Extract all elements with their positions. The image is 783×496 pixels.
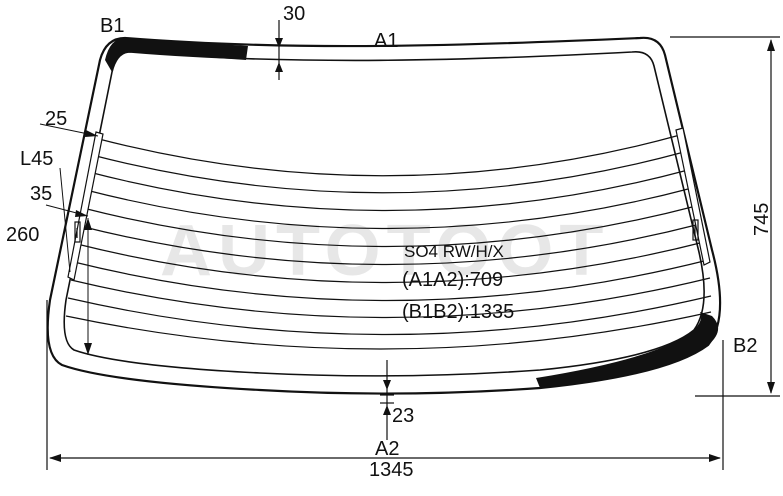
arrow-23-bottom (383, 405, 391, 415)
arrow-30-bottom (275, 62, 283, 72)
label-a1: A1 (374, 30, 398, 52)
label-1345: 1345 (369, 459, 414, 481)
arrow-745-bottom (767, 382, 775, 394)
label-b2: B2 (733, 335, 757, 357)
arrow-260-bottom (84, 343, 92, 355)
label-25: 25 (45, 108, 67, 130)
watermark: AUTOTOOT (160, 211, 609, 291)
frit-inner-edge (63, 50, 705, 377)
label-745: 745 (751, 203, 773, 236)
label-35: 35 (30, 183, 52, 205)
arrow-1345-left (49, 454, 61, 462)
arrow-745-top (767, 39, 775, 51)
heater-grid (65, 134, 712, 350)
model-code: SO4 RW/H/X (404, 242, 504, 261)
arrow-35 (75, 210, 88, 217)
arrow-1345-right (709, 454, 721, 462)
frit-corner-b1 (105, 38, 248, 72)
arrow-260-top (84, 218, 92, 230)
label-260: 260 (6, 224, 39, 246)
dimension-b1b2: (B1B2):1335 (402, 301, 514, 323)
label-a2: A2 (375, 438, 399, 460)
terminal-left (74, 221, 81, 243)
arrow-23-top (383, 380, 391, 390)
label-b1: B1 (100, 15, 124, 37)
label-30: 30 (283, 3, 305, 25)
dimension-a1a2: (A1A2):709 (402, 269, 503, 291)
arrow-30-top (275, 38, 283, 48)
frit-corner-b2 (536, 312, 719, 388)
width-dimension (46, 300, 724, 470)
arrow-25 (85, 130, 98, 137)
terminal-right (692, 219, 699, 241)
height-dimension (670, 36, 780, 397)
bus-bar-left (67, 131, 104, 281)
label-l45: L45 (20, 148, 53, 170)
label-23: 23 (392, 405, 414, 427)
